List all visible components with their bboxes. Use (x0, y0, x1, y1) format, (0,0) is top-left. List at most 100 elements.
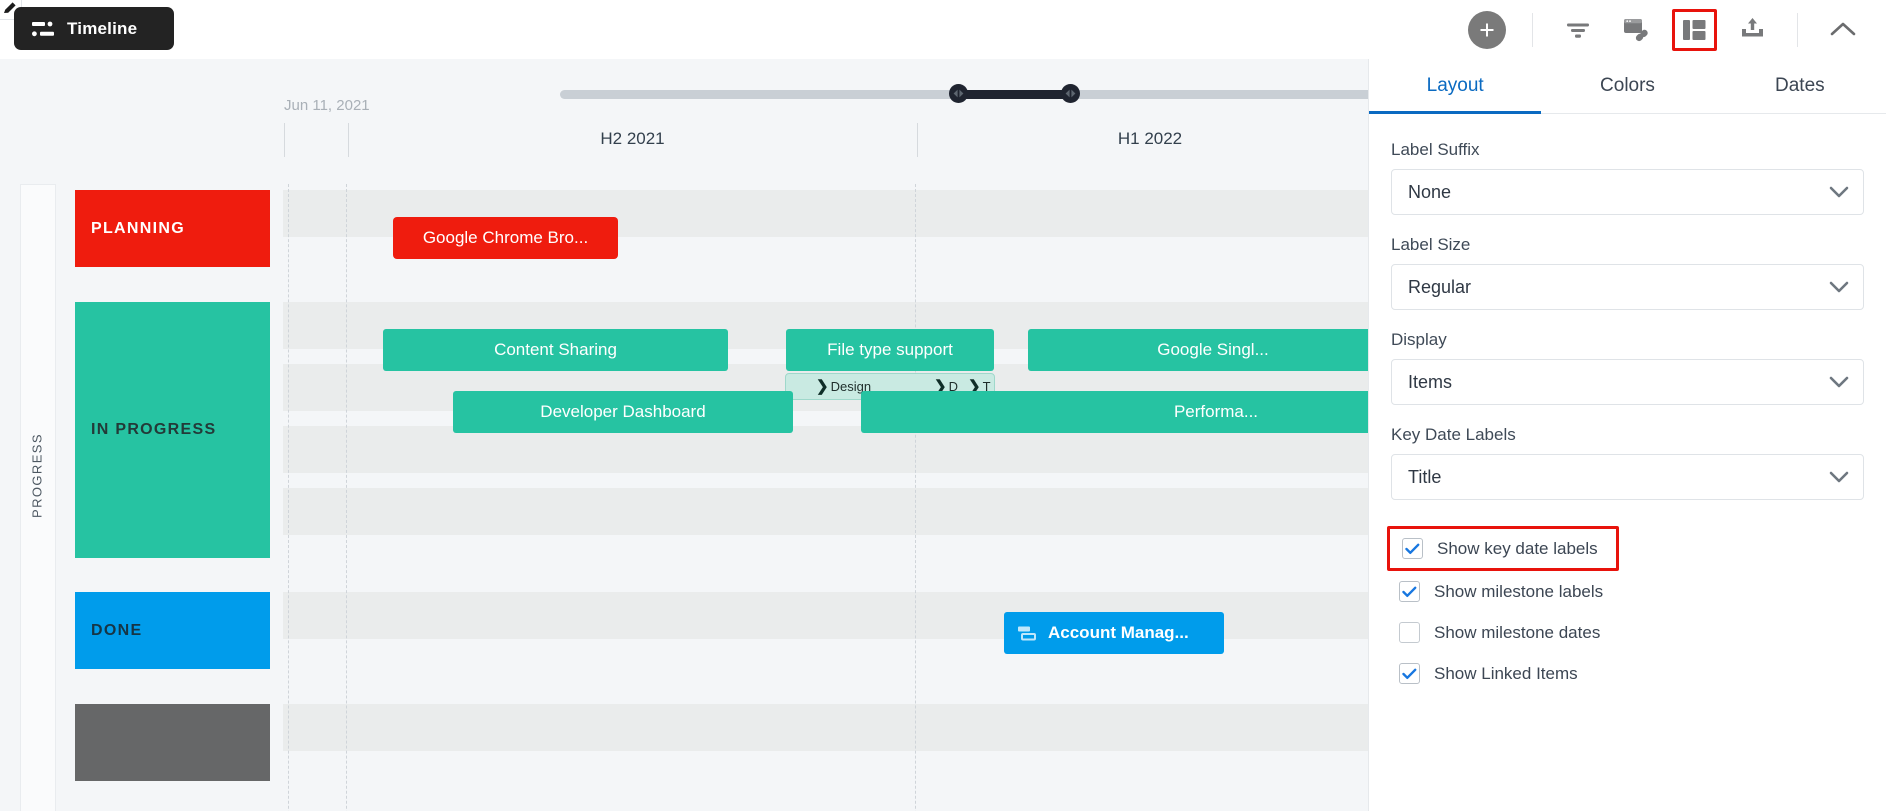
checkbox-show-milestone-labels[interactable] (1399, 581, 1420, 602)
key-date-label: Design (830, 379, 872, 394)
grid-line (346, 184, 347, 811)
display-label: Display (1391, 330, 1447, 349)
bar-google-chrome-browser[interactable]: Google Chrome Bro... (393, 217, 618, 259)
checkbox-row-show-milestone-labels[interactable]: Show milestone labels (1391, 571, 1864, 612)
handle-arrows-icon (953, 89, 964, 98)
checkbox-row-show-key-date-labels[interactable]: Show key date labels (1387, 526, 1619, 571)
panel-tab-bar: Layout Colors Dates (1369, 59, 1886, 114)
lane-other[interactable] (75, 704, 270, 781)
label-suffix-label: Label Suffix (1391, 140, 1480, 159)
timeline-button-label: Timeline (67, 18, 138, 38)
bar-label: File type support (827, 340, 953, 359)
key-date-t[interactable]: ❯ T (968, 379, 991, 394)
lane-label: DONE (91, 621, 143, 639)
check-icon (1405, 543, 1420, 554)
key-date-d[interactable]: ❯ D (934, 379, 958, 394)
grid-line (288, 184, 289, 811)
chevron-right-icon: ❯ (934, 378, 947, 395)
label-size-select[interactable]: Regular (1391, 264, 1864, 310)
tab-label: Layout (1426, 75, 1484, 96)
lane-done[interactable]: DONE (75, 592, 270, 669)
slider-handle-left[interactable] (949, 84, 969, 103)
checkbox-row-show-linked-items[interactable]: Show Linked Items (1391, 653, 1864, 694)
chevron-up-icon (1830, 21, 1856, 39)
collapse-button[interactable] (1814, 0, 1872, 59)
bar-label: Google Singl... (1157, 340, 1269, 359)
timeline-icon (32, 21, 54, 37)
bar-account-management[interactable]: Account Manag... (1004, 612, 1224, 654)
chevron-down-icon (1829, 471, 1849, 483)
key-date-label: D (948, 379, 958, 394)
layout-settings-form: Label Suffix None Label Size Regular Dis… (1369, 114, 1886, 694)
linked-item-icon (1018, 626, 1038, 641)
top-toolbar: Timeline (0, 0, 1886, 59)
tab-colors[interactable]: Colors (1541, 59, 1713, 113)
tab-layout[interactable]: Layout (1369, 59, 1542, 114)
bar-label: Developer Dashboard (540, 402, 706, 421)
export-button[interactable] (1723, 0, 1781, 59)
filter-icon (1565, 18, 1591, 42)
checkbox-label: Show Linked Items (1434, 663, 1578, 683)
layout-panel-button[interactable] (1665, 0, 1723, 59)
slider-handle-right[interactable] (1061, 84, 1081, 103)
add-icon (1468, 10, 1506, 49)
bar-google-single[interactable]: Google Singl... (1028, 329, 1398, 371)
bar-file-type-support[interactable]: File type support (786, 329, 994, 371)
period-tick (917, 123, 918, 157)
bar-performance[interactable]: Performa... (861, 391, 1401, 433)
bar-developer-dashboard[interactable]: Developer Dashboard (453, 391, 793, 433)
layout-checkbox-list: Show key date labels Show milestone labe… (1387, 526, 1864, 694)
period-label-h2-2021: H2 2021 (600, 129, 665, 148)
label-suffix-select[interactable]: None (1391, 169, 1864, 215)
key-date-labels-value: Title (1408, 466, 1442, 487)
progress-group-label: PROGRESS (29, 433, 45, 518)
chevron-down-icon (1829, 376, 1849, 388)
checkbox-label: Show milestone labels (1434, 581, 1604, 601)
linked-views-button[interactable] (1607, 0, 1665, 59)
lane-planning[interactable]: PLANNING (75, 190, 270, 267)
key-date-labels-label: Key Date Labels (1391, 425, 1516, 444)
label-size-value: Regular (1408, 276, 1472, 297)
timeline-mode-button[interactable]: Timeline (14, 7, 174, 50)
checkbox-row-show-milestone-dates[interactable]: Show milestone dates (1391, 612, 1864, 653)
chevron-right-icon: ❯ (816, 378, 829, 395)
toolbar-divider-2 (1797, 12, 1798, 47)
lane-in-progress[interactable]: IN PROGRESS (75, 302, 270, 558)
label-size-label: Label Size (1391, 235, 1471, 254)
bar-label: Google Chrome Bro... (422, 228, 589, 247)
chevron-down-icon (1829, 281, 1849, 293)
progress-group-rail: PROGRESS (20, 184, 56, 811)
add-button[interactable] (1458, 0, 1516, 59)
checkbox-show-milestone-dates[interactable] (1399, 622, 1420, 643)
filter-button[interactable] (1549, 0, 1607, 59)
bar-label: Content Sharing (494, 340, 617, 359)
key-date-design[interactable]: ❯ Design (816, 379, 871, 394)
bar-content-sharing[interactable]: Content Sharing (383, 329, 728, 371)
handle-arrows-icon (1066, 89, 1076, 98)
slider-selected-range[interactable] (958, 90, 1071, 99)
checkbox-show-key-date-labels[interactable] (1402, 538, 1423, 559)
period-label-h1-2022: H1 2022 (1117, 129, 1183, 148)
period-tick (284, 123, 285, 157)
toolbar-actions (1458, 0, 1886, 59)
display-select[interactable]: Items (1391, 359, 1864, 405)
grid-line (915, 184, 916, 811)
key-date-label: T (982, 379, 991, 394)
timeline-start-date: Jun 11, 2021 (284, 97, 370, 114)
key-date-labels-select[interactable]: Title (1391, 454, 1864, 500)
toolbar-divider-1 (1532, 12, 1533, 47)
bar-label: Account Manag... (1048, 623, 1189, 642)
check-icon (1402, 586, 1417, 597)
checkbox-label: Show key date labels (1437, 538, 1598, 558)
pencil-icon (4, 2, 16, 14)
export-upload-icon (1739, 17, 1766, 42)
bar-label: Performa... (1173, 402, 1259, 421)
tab-dates[interactable]: Dates (1714, 59, 1886, 113)
period-tick (348, 123, 349, 157)
check-icon (1402, 668, 1417, 679)
timeline-zoom-slider[interactable] (560, 84, 1390, 103)
layout-panel-icon (1676, 13, 1713, 47)
settings-panel: Layout Colors Dates Label Suffix None La… (1368, 59, 1886, 811)
checkbox-show-linked-items[interactable] (1399, 663, 1420, 684)
